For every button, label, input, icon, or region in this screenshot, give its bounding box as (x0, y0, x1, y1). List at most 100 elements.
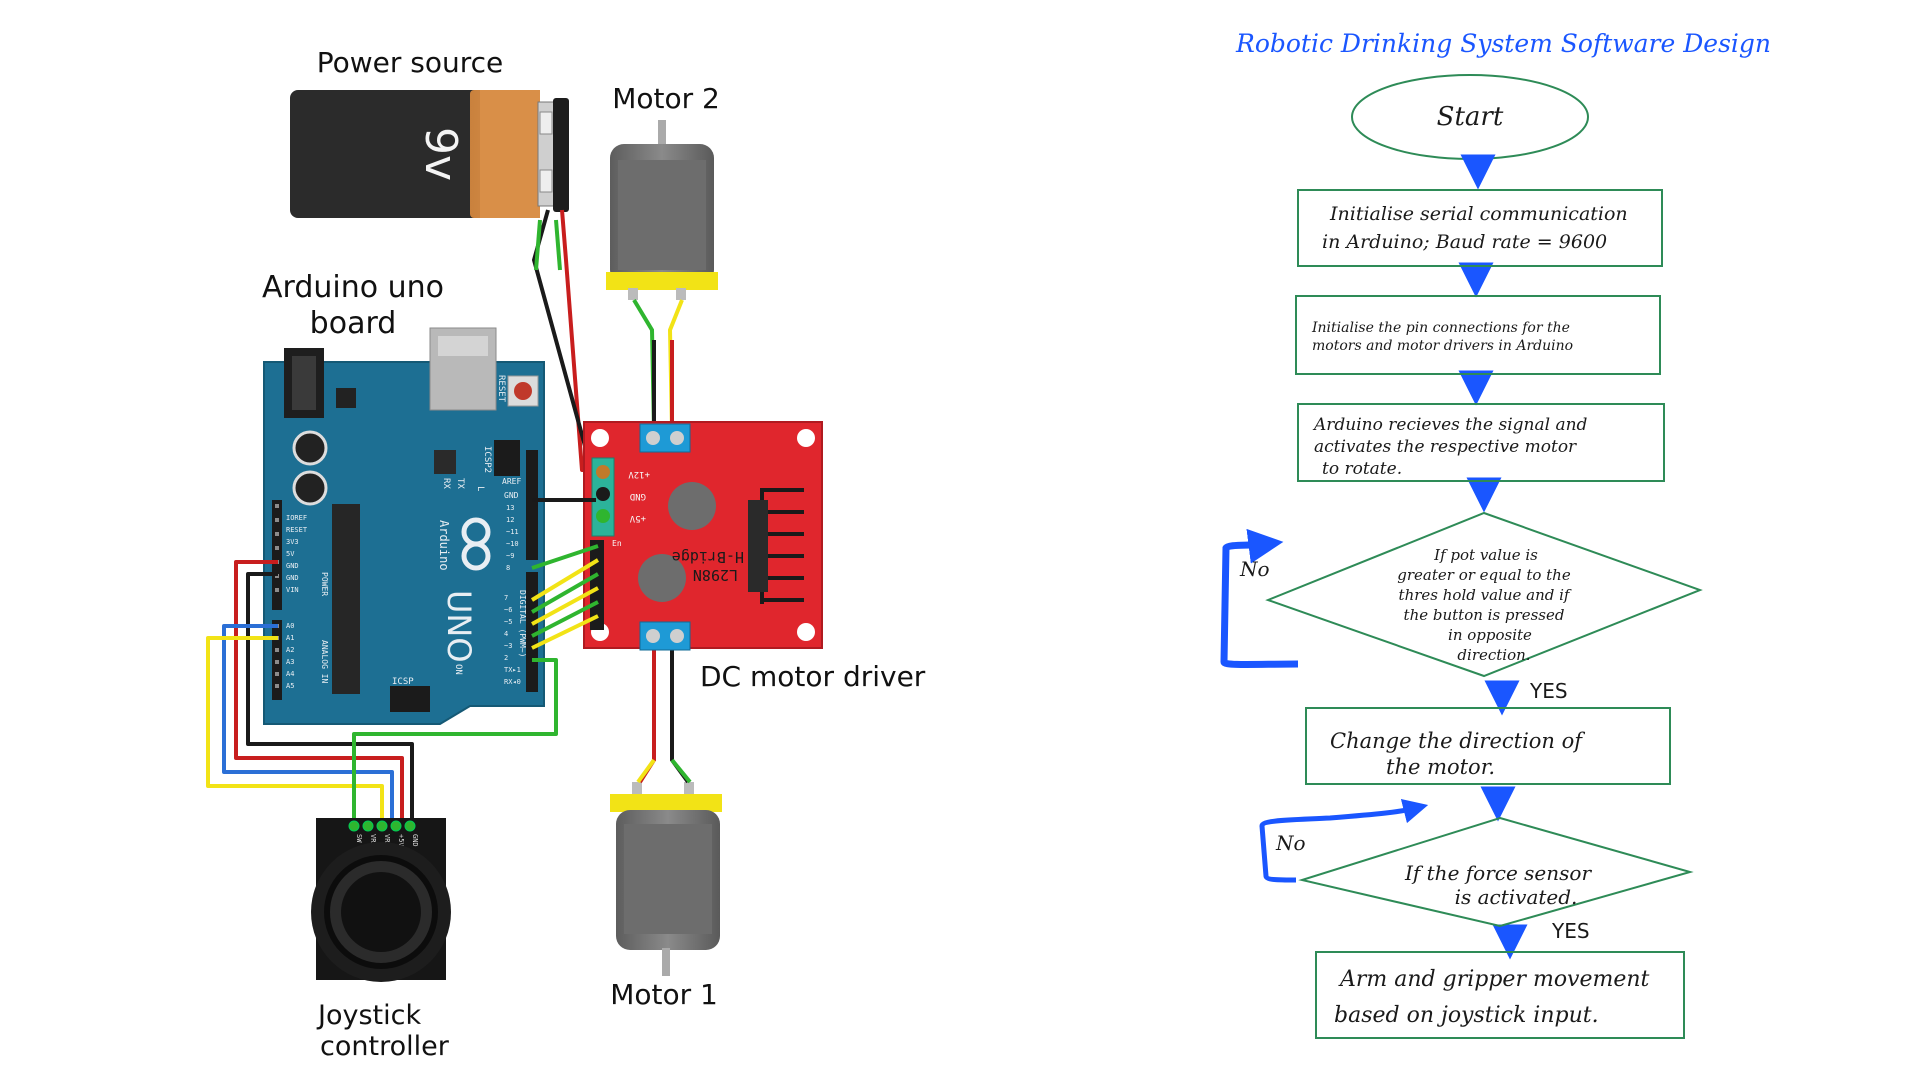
arduino_power_pins-pin-label: GND (286, 562, 299, 570)
arduino-text: Arduino (437, 520, 451, 571)
analog-in-label: ANALOG IN (320, 640, 329, 684)
arduino_digital_bottom-pin-label: ~3 (504, 642, 512, 650)
arduino_digital_top-pin-label: 12 (506, 516, 514, 524)
motor2-label: Motor 2 (612, 82, 720, 115)
decision-force-sensor (1298, 816, 1694, 928)
dc-motor-driver-label: DC motor driver (700, 660, 926, 693)
arduino_power_pins-pin-label: VIN (286, 586, 299, 594)
battery-9v: 9v (290, 90, 569, 218)
motor-2 (606, 120, 718, 300)
decision1-line3: thres hold value and if (1399, 586, 1572, 604)
arduino_digital_top-pin-label: 13 (506, 504, 514, 512)
arduino_digital_top-pin-label: 8 (506, 564, 510, 572)
start-text: Start (1437, 102, 1504, 132)
icsp2-label: ICSP2 (482, 446, 492, 473)
step3-line2: activates the respective motor (1314, 437, 1577, 457)
icsp-label: ICSP (392, 677, 414, 687)
motor2-wires (632, 298, 684, 431)
decision2-yes-label: YES (1551, 919, 1590, 943)
decision1-line1: If pot value is (1433, 546, 1538, 564)
arduino_analog_pins-pin-label: A0 (286, 622, 294, 630)
arduino_analog_pins-pin-label: A2 (286, 646, 294, 654)
step4-line2: the motor. (1386, 755, 1495, 779)
arduino_analog_pins-pin-label: A5 (286, 682, 294, 690)
step4-line1: Change the direction of (1330, 729, 1585, 753)
battery-9v-text: 9v (415, 127, 466, 181)
arduino_digital_top-pin-label: ~9 (506, 552, 514, 560)
l-led-label: L (475, 486, 485, 491)
on-label: ON (453, 664, 463, 675)
joystick_pins-pin-label: VRY (369, 834, 377, 847)
decision1-yes-label: YES (1529, 679, 1568, 703)
tx-label: TX (455, 478, 465, 489)
motor1-wires (636, 650, 692, 784)
aref-label: AREF (502, 477, 521, 486)
decision2-line1: If the force sensor (1404, 861, 1592, 885)
flow-arrows (1458, 154, 1528, 960)
arduino_power_pins-pin-label: 5V (286, 550, 295, 558)
decision1-line6: direction. (1457, 646, 1530, 664)
step5-line1: Arm and gripper movement (1338, 967, 1650, 992)
arduino-uno-text: UNO (440, 590, 478, 663)
joystick_pins-pin-label: +5V (397, 834, 405, 847)
process-receive-signal (1297, 403, 1665, 482)
decision2-no-loop (1259, 798, 1429, 883)
driver-gnd-label: GND (630, 491, 646, 501)
power-header-label: POWER (320, 572, 329, 596)
arduino_analog_pins-pin-label: A4 (286, 670, 294, 678)
decision1-no-loop (1220, 528, 1299, 668)
dc-motor-driver: H-Bridge L298N +12V GND +5V En (583, 421, 823, 651)
arduino-label-line1: Arduino uno (262, 270, 444, 305)
step3-line1: Arduino recieves the signal and (1312, 415, 1588, 435)
step1-line1: Initialise serial communication (1329, 203, 1628, 225)
arduino_power_pins-pin-label: GND (286, 574, 299, 582)
arduino_analog_pins-pin-label: A1 (286, 634, 294, 642)
motor1-label: Motor 1 (610, 978, 718, 1011)
decision1-line4: the button is pressed (1404, 606, 1565, 624)
step5-line2: based on joystick input. (1334, 1003, 1599, 1028)
arduino_digital_bottom-pin-label: RX◂0 (504, 678, 521, 686)
arduino-logo-icon (461, 517, 491, 571)
arduino_digital_bottom-pin-label: ~6 (504, 606, 512, 614)
arduino-pin-labels: IOREFRESET3V35VGNDGNDVINA0A1A2A3A4A51312… (286, 504, 521, 690)
arduino_digital_bottom-pin-label: TX▸1 (504, 666, 521, 674)
power-source-label: Power source (317, 46, 504, 79)
decision2-no-label: No (1275, 831, 1306, 855)
joystick_pins-pin-label: VRX (383, 834, 391, 847)
arduino_digital_top-pin-label: ~11 (506, 528, 519, 536)
joystick-label-line1: Joystick (316, 1000, 421, 1031)
arduino_power_pins-pin-label: RESET (286, 526, 308, 534)
decision1-line2: greater or equal to the (1397, 566, 1571, 584)
arduino_power_pins-pin-label: IOREF (286, 514, 307, 522)
step3-line3: to rotate. (1322, 459, 1402, 479)
arduino-board: RESET (263, 327, 545, 725)
process-change-direction (1305, 707, 1671, 785)
arduino_analog_pins-pin-label: A3 (286, 658, 294, 666)
process-arm-movement (1315, 951, 1685, 1039)
joystick-wires (206, 560, 558, 820)
process-pin-init (1295, 295, 1661, 375)
flowchart: Robotic Drinking System Software Design … (1220, 29, 1771, 1039)
digital-header-label: DIGITAL (PWM~) (518, 590, 527, 657)
decision1-line5: in opposite (1448, 626, 1532, 644)
reset-label: RESET (496, 375, 506, 403)
decision1-no-label: No (1239, 557, 1270, 581)
arduino_digital_top-pin-label: ~10 (506, 540, 519, 548)
driver-12v-label: +12V (628, 469, 650, 479)
step2-line1: Initialise the pin connections for the (1311, 320, 1570, 336)
circuit-diagram: Power source Motor 2 Arduino uno board D… (206, 46, 926, 1062)
step1-line2: in Arduino; Baud rate = 9600 (1322, 231, 1607, 253)
driver-chip-l298n: L298N (693, 566, 738, 584)
driver-5v-label: +5V (629, 513, 646, 523)
joystick_pins-pin-label: GND (411, 834, 419, 847)
decision-pot-value (1265, 511, 1703, 678)
arduino-label-line2: board (310, 306, 397, 341)
rx-label: RX (441, 478, 451, 489)
arduino_digital_bottom-pin-label: 7 (504, 594, 508, 602)
joystick-label-line2: controller (320, 1031, 450, 1062)
driver-chip-hbridge: H-Bridge (672, 548, 744, 566)
signal-wires (530, 498, 600, 650)
